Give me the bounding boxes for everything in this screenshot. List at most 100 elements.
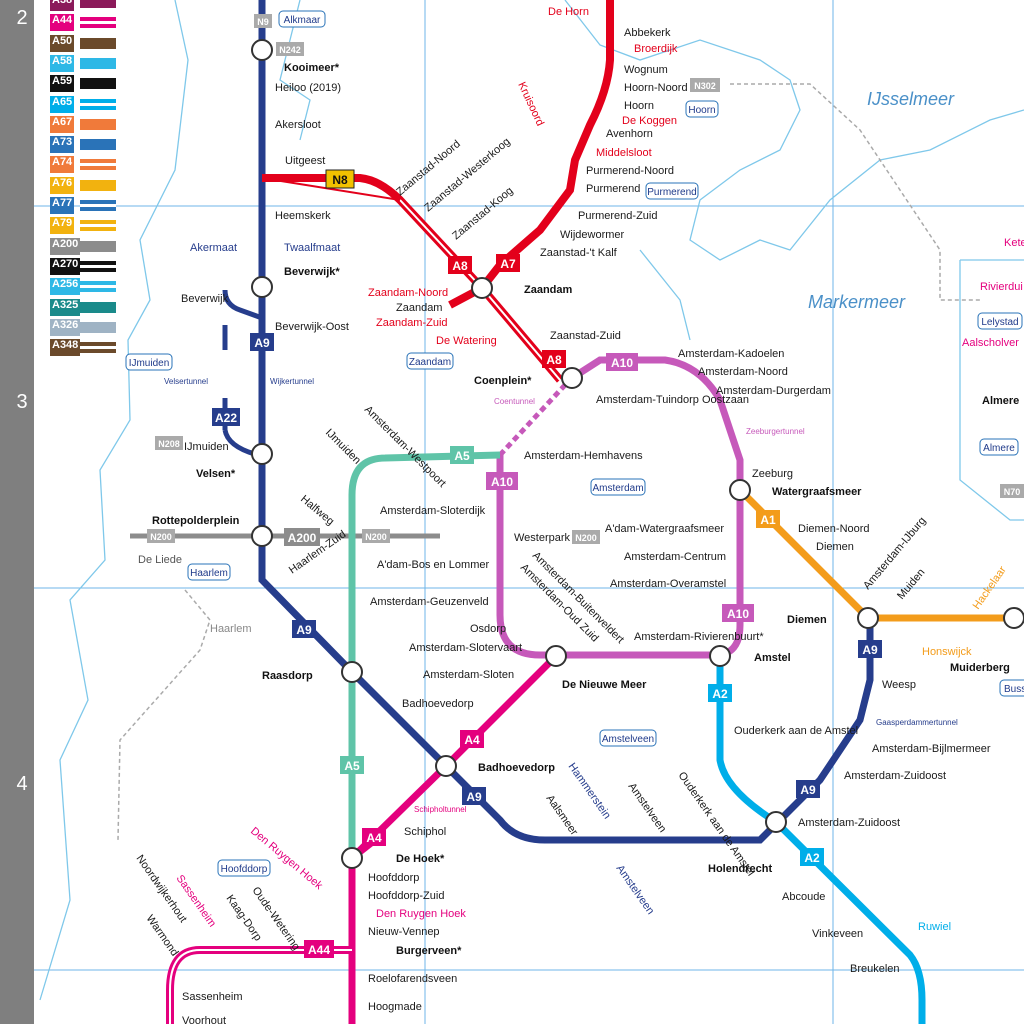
legend-line-swatch <box>80 179 116 191</box>
interchange-node <box>251 276 273 298</box>
legend-line-swatch <box>80 139 116 151</box>
svg-text:N70: N70 <box>1004 487 1021 497</box>
svg-text:Amsterdam-Noord: Amsterdam-Noord <box>698 366 788 378</box>
svg-text:A9: A9 <box>254 336 270 350</box>
legend-item: A38 <box>50 0 116 11</box>
road-n302 <box>730 83 980 301</box>
shield-a9 <box>858 640 882 658</box>
svg-text:Roelofarendsveen: Roelofarendsveen <box>368 973 457 985</box>
shield-a9 <box>250 333 274 351</box>
svg-text:Warmond: Warmond <box>144 913 181 959</box>
legend-item: A270 <box>50 257 116 275</box>
legend-item: A59 <box>50 75 116 93</box>
svg-text:N208: N208 <box>158 439 180 449</box>
svg-text:Hoofddorp: Hoofddorp <box>221 864 268 875</box>
legend-road-badge: A79 <box>50 217 75 235</box>
road-a22-link <box>222 289 263 321</box>
legend-line-swatch <box>80 240 116 252</box>
legend-item: A256 <box>50 278 116 296</box>
svg-text:Den Ruygen Hoek: Den Ruygen Hoek <box>248 825 325 892</box>
svg-text:Amsterdam-Sloterdijk: Amsterdam-Sloterdijk <box>380 505 486 517</box>
shield-n200 <box>147 529 175 543</box>
svg-text:Amstelveen: Amstelveen <box>626 781 669 835</box>
svg-text:IJmuiden: IJmuiden <box>184 441 229 453</box>
city-box <box>979 438 1019 456</box>
svg-text:N200: N200 <box>575 533 597 543</box>
shield-n208 <box>155 436 183 450</box>
interchange-node <box>471 277 493 299</box>
legend-line-swatch <box>80 57 116 69</box>
city-box <box>645 182 699 200</box>
legend-road-badge: A77 <box>50 197 75 214</box>
svg-text:Muiden: Muiden <box>895 567 927 602</box>
lake-label: Markermeer <box>808 292 906 312</box>
svg-text:Nieuw-Vennep: Nieuw-Vennep <box>368 926 440 938</box>
svg-text:Heiloo (2019): Heiloo (2019) <box>275 82 341 94</box>
road-a8 <box>262 174 564 383</box>
svg-text:Amsterdam-Rivierenbuurt*: Amsterdam-Rivierenbuurt* <box>634 631 764 643</box>
svg-text:Purmerend: Purmerend <box>586 183 640 195</box>
shield-a9 <box>796 780 820 798</box>
svg-text:Schipholtunnel: Schipholtunnel <box>414 805 467 814</box>
svg-text:A10: A10 <box>727 607 749 621</box>
legend-item: A77 <box>50 197 116 214</box>
interchange-node <box>341 661 363 683</box>
interchange-node <box>435 755 457 777</box>
svg-text:Hoofddorp-Zuid: Hoofddorp-Zuid <box>368 890 444 902</box>
legend-item: A326 <box>50 318 116 336</box>
svg-text:Zaandam: Zaandam <box>396 302 442 314</box>
svg-text:Aalscholver: Aalscholver <box>962 337 1019 349</box>
interchange-node <box>545 645 567 667</box>
legend-item: A74 <box>50 156 116 174</box>
svg-text:Almere: Almere <box>982 395 1019 407</box>
tunnel-labels: Velsertunnel Wijkertunnel Coentunnel Zee… <box>164 377 958 814</box>
svg-text:Amsterdam-Hemhavens: Amsterdam-Hemhavens <box>524 450 643 462</box>
road-a10-coentunnel <box>498 383 567 457</box>
svg-text:Amsterdam-Tuindorp Oostzaan: Amsterdam-Tuindorp Oostzaan <box>596 394 749 406</box>
svg-text:A9: A9 <box>800 783 816 797</box>
svg-text:Kooimeer*: Kooimeer* <box>284 62 340 74</box>
road-a4 <box>348 653 559 1024</box>
shield-a8 <box>542 350 566 368</box>
road-n8 <box>261 177 401 201</box>
svg-text:Coentunnel: Coentunnel <box>494 397 535 406</box>
svg-text:N200: N200 <box>365 532 387 542</box>
svg-text:Diemen-Noord: Diemen-Noord <box>798 523 870 535</box>
legend-road-badge: A256 <box>50 278 81 296</box>
svg-text:Haarlem: Haarlem <box>190 568 228 579</box>
road-a44-inner <box>169 949 352 1024</box>
svg-text:Hoorn-Noord: Hoorn-Noord <box>624 82 688 94</box>
legend-line-swatch <box>80 321 116 333</box>
coastline-north-sea <box>39 0 189 1001</box>
svg-text:Amsterdam: Amsterdam <box>592 483 643 494</box>
svg-text:Amsterdam-Bijlmermeer: Amsterdam-Bijlmermeer <box>872 743 991 755</box>
interchange-node <box>251 443 273 465</box>
legend-line-swatch <box>80 301 116 313</box>
legend-line-swatch <box>80 17 116 29</box>
svg-text:Lelystad: Lelystad <box>981 317 1018 328</box>
road-a10 <box>496 356 744 659</box>
legend-road-badge: A76 <box>50 176 75 194</box>
legend-line-swatch <box>80 342 116 354</box>
svg-text:Amsterdam-Sloten: Amsterdam-Sloten <box>423 669 514 681</box>
legend-item: A65 <box>50 95 116 113</box>
shield-a2 <box>800 848 824 866</box>
map-grid <box>34 0 1024 1024</box>
svg-text:Amstel: Amstel <box>754 652 791 664</box>
svg-text:Amsterdam-Geuzenveld: Amsterdam-Geuzenveld <box>370 596 489 608</box>
svg-text:Den Ruygen Hoek: Den Ruygen Hoek <box>376 908 466 920</box>
svg-text:A22: A22 <box>215 411 237 425</box>
legend-road-badge: A73 <box>50 136 75 154</box>
svg-text:De Liede: De Liede <box>138 554 182 566</box>
legend-line-swatch <box>80 98 116 110</box>
legend-line-swatch <box>80 0 116 8</box>
legend-line-swatch <box>80 78 116 90</box>
svg-text:Buss: Buss <box>1004 684 1024 695</box>
grid-row-sidebar: 2 3 4 <box>0 0 34 1024</box>
svg-text:Zaanstad-Koog: Zaanstad-Koog <box>450 185 515 243</box>
legend-road-badge: A67 <box>50 115 75 133</box>
svg-text:Zaanstad-'t Kalf: Zaanstad-'t Kalf <box>540 247 618 259</box>
svg-text:Beverwijk*: Beverwijk* <box>284 266 340 278</box>
svg-text:Gaasperdammertunnel: Gaasperdammertunnel <box>876 718 958 727</box>
shield-n200 <box>362 529 390 543</box>
